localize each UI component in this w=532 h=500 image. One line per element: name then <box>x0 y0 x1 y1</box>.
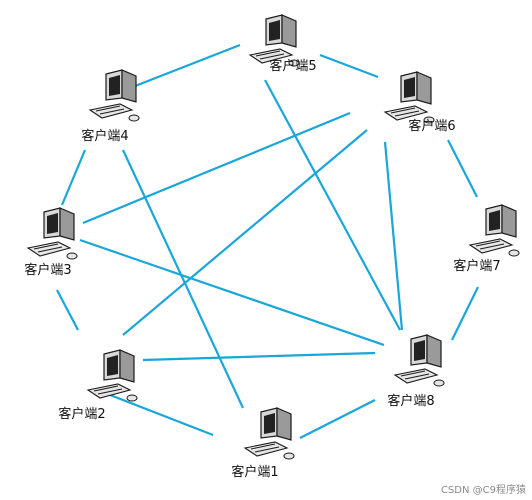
client-node-4: 客户端4 <box>81 69 140 144</box>
edge-7-8 <box>451 286 479 341</box>
client-label-7: 客户端7 <box>453 258 500 274</box>
nodes-layer: 客户端1 客户端2 客户端3 客户端4 客户端5 客户端6 客户端7 客户端8 <box>24 14 520 480</box>
computer-icon <box>27 207 78 260</box>
client-node-7: 客户端7 <box>453 204 520 274</box>
client-label-4: 客户端4 <box>81 128 128 144</box>
edge-8-1 <box>299 399 376 439</box>
edge-1-2 <box>109 393 214 437</box>
client-label-8: 客户端8 <box>387 393 434 409</box>
computer-icon <box>89 69 140 122</box>
edge-4-5 <box>129 43 241 90</box>
computer-icon <box>87 349 138 402</box>
csdn-watermark: CSDN @C9程序猿 <box>440 485 526 496</box>
edge-2-3 <box>56 289 79 331</box>
computer-icon <box>469 204 520 257</box>
client-node-6: 客户端6 <box>384 71 456 134</box>
edge-6-7 <box>447 139 478 198</box>
client-label-3: 客户端3 <box>24 262 71 278</box>
edge-3-4 <box>60 149 87 206</box>
computer-icon <box>244 407 295 460</box>
edge-3-8 <box>79 238 385 347</box>
client-label-5: 客户端5 <box>269 58 316 74</box>
edge-5-6 <box>319 53 379 79</box>
edge-6-8 <box>383 141 404 331</box>
client-node-2: 客户端2 <box>58 349 138 422</box>
client-node-1: 客户端1 <box>231 407 295 480</box>
edge-4-1 <box>122 149 244 409</box>
edge-6-2 <box>122 129 368 336</box>
computer-icon <box>394 334 445 387</box>
edge-2-8 <box>142 351 376 362</box>
client-node-3: 客户端3 <box>24 207 78 278</box>
client-label-2: 客户端2 <box>58 406 105 422</box>
edges-layer <box>56 43 479 439</box>
edge-6-3 <box>82 111 351 225</box>
edge-5-8 <box>264 79 401 331</box>
computer-icon <box>384 71 435 124</box>
client-node-5: 客户端5 <box>249 14 317 74</box>
client-label-6: 客户端6 <box>408 118 455 134</box>
client-label-1: 客户端1 <box>231 464 278 480</box>
client-node-8: 客户端8 <box>387 334 445 409</box>
